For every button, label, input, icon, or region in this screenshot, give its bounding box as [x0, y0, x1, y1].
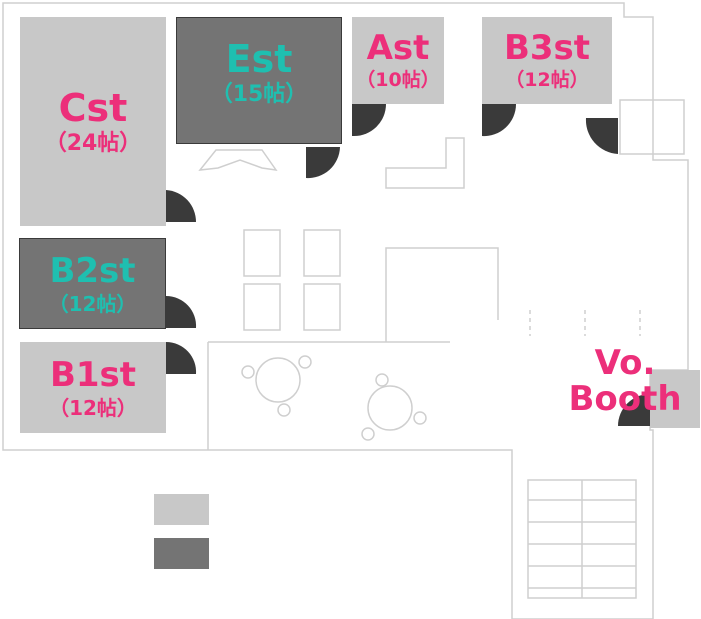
room-b1st-name: B1st — [49, 354, 137, 395]
room-cst-size: （24帖） — [44, 130, 142, 156]
door-b3st-left — [482, 104, 517, 137]
control-divider — [529, 310, 641, 336]
room-ast[interactable]: Ast （10帖） — [352, 17, 444, 104]
room-b1st-size: （12帖） — [49, 395, 137, 420]
control-counter — [385, 247, 499, 342]
round-table-1 — [255, 357, 301, 403]
b3st-closet — [619, 99, 685, 155]
room-b2st[interactable]: B2st （12帖） — [19, 238, 166, 329]
est-table — [198, 149, 278, 171]
l-counter — [385, 137, 465, 189]
legend-dark-room-swatch — [154, 538, 209, 569]
door-cst — [166, 190, 197, 222]
room-b3st-name: B3st — [503, 28, 591, 68]
door-b1st — [166, 341, 197, 374]
door-ast — [352, 104, 386, 136]
room-vo-booth[interactable] — [650, 370, 700, 428]
round-table-2 — [367, 385, 413, 431]
doors — [166, 104, 650, 426]
room-cst-name: Cst — [58, 85, 128, 130]
room-vo-booth-name-line2: Booth — [568, 379, 682, 419]
room-est-name: Est — [225, 37, 293, 81]
desk-2 — [303, 229, 341, 277]
room-vo-booth-name-line1: Vo. — [594, 343, 656, 383]
chair-1c — [277, 403, 291, 417]
desk-1 — [243, 229, 281, 277]
desk-3 — [243, 283, 281, 331]
door-vo-booth — [618, 394, 650, 426]
room-est[interactable]: Est （15帖） — [176, 17, 342, 144]
staircase — [527, 479, 637, 599]
chair-2a — [375, 373, 389, 387]
room-ast-size: （10帖） — [356, 69, 440, 91]
room-b3st[interactable]: B3st （12帖） — [482, 17, 612, 104]
chair-2b — [413, 411, 427, 425]
chair-1b — [298, 355, 312, 369]
room-ast-name: Ast — [366, 28, 430, 68]
room-b2st-size: （12帖） — [48, 291, 137, 316]
room-b1st[interactable]: B1st （12帖） — [20, 342, 166, 433]
door-b3st-right — [585, 118, 618, 154]
door-est — [306, 147, 340, 179]
room-b2st-name: B2st — [49, 250, 136, 291]
chair-2c — [361, 427, 375, 441]
room-vo-booth-label: Vo. Booth — [560, 346, 690, 416]
room-est-size: （15帖） — [210, 82, 308, 107]
legend-light-room-swatch — [154, 494, 209, 525]
desk-4 — [303, 283, 341, 331]
room-cst[interactable]: Cst （24帖） — [20, 17, 166, 226]
door-b2st — [166, 295, 197, 328]
chair-1a — [241, 365, 255, 379]
room-b3st-size: （12帖） — [505, 69, 589, 91]
